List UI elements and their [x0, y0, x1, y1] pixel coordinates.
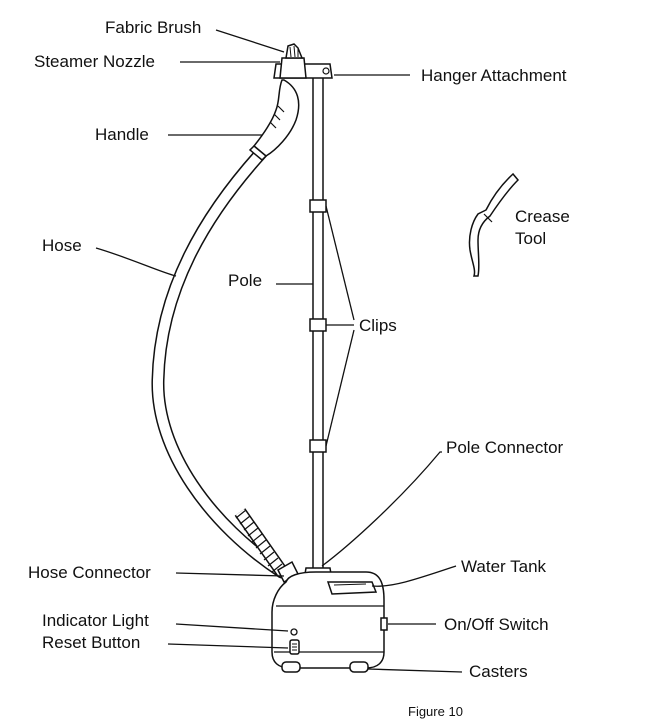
- label-reset-button: Reset Button: [42, 633, 140, 652]
- hose-ribbed-section: [234, 508, 288, 576]
- crease-tool-drawing: [468, 172, 520, 277]
- label-clips: Clips: [359, 316, 397, 335]
- hose-drawing: [151, 145, 299, 584]
- label-indicator-light: Indicator Light: [42, 611, 149, 630]
- clip-middle: [309, 318, 327, 332]
- water-tank-drawing: [271, 571, 385, 669]
- caster-right: [349, 661, 369, 673]
- on-off-switch-drawing: [380, 617, 388, 631]
- label-pole: Pole: [228, 271, 262, 290]
- indicator-light-drawing: [290, 628, 298, 636]
- label-hose-connector: Hose Connector: [28, 563, 151, 582]
- clip-bottom: [309, 439, 327, 453]
- label-crease-tool-line2: Tool: [515, 229, 546, 248]
- base-drawing: [271, 571, 388, 673]
- pole-drawing: [303, 71, 333, 581]
- part-labels: Fabric Brush Steamer Nozzle Hanger Attac…: [28, 18, 570, 681]
- label-steamer-nozzle: Steamer Nozzle: [34, 52, 155, 71]
- label-handle: Handle: [95, 125, 149, 144]
- label-water-tank: Water Tank: [461, 557, 547, 576]
- tank-window: [326, 581, 378, 595]
- label-crease-tool-line1: Crease: [515, 207, 570, 226]
- label-pole-connector: Pole Connector: [446, 438, 564, 457]
- caster-left: [281, 661, 301, 673]
- label-on-off-switch: On/Off Switch: [444, 615, 549, 634]
- handle-drawing: [248, 79, 300, 162]
- label-casters: Casters: [469, 662, 528, 681]
- leader-lines: [95, 29, 463, 673]
- figure-caption: Figure 10: [408, 704, 463, 719]
- label-hanger-attachment: Hanger Attachment: [421, 66, 567, 85]
- label-fabric-brush: Fabric Brush: [105, 18, 201, 37]
- steamer-illustration: [151, 43, 520, 673]
- clip-top: [309, 199, 327, 213]
- label-hose: Hose: [42, 236, 82, 255]
- steamer-nozzle-drawing: [279, 43, 307, 79]
